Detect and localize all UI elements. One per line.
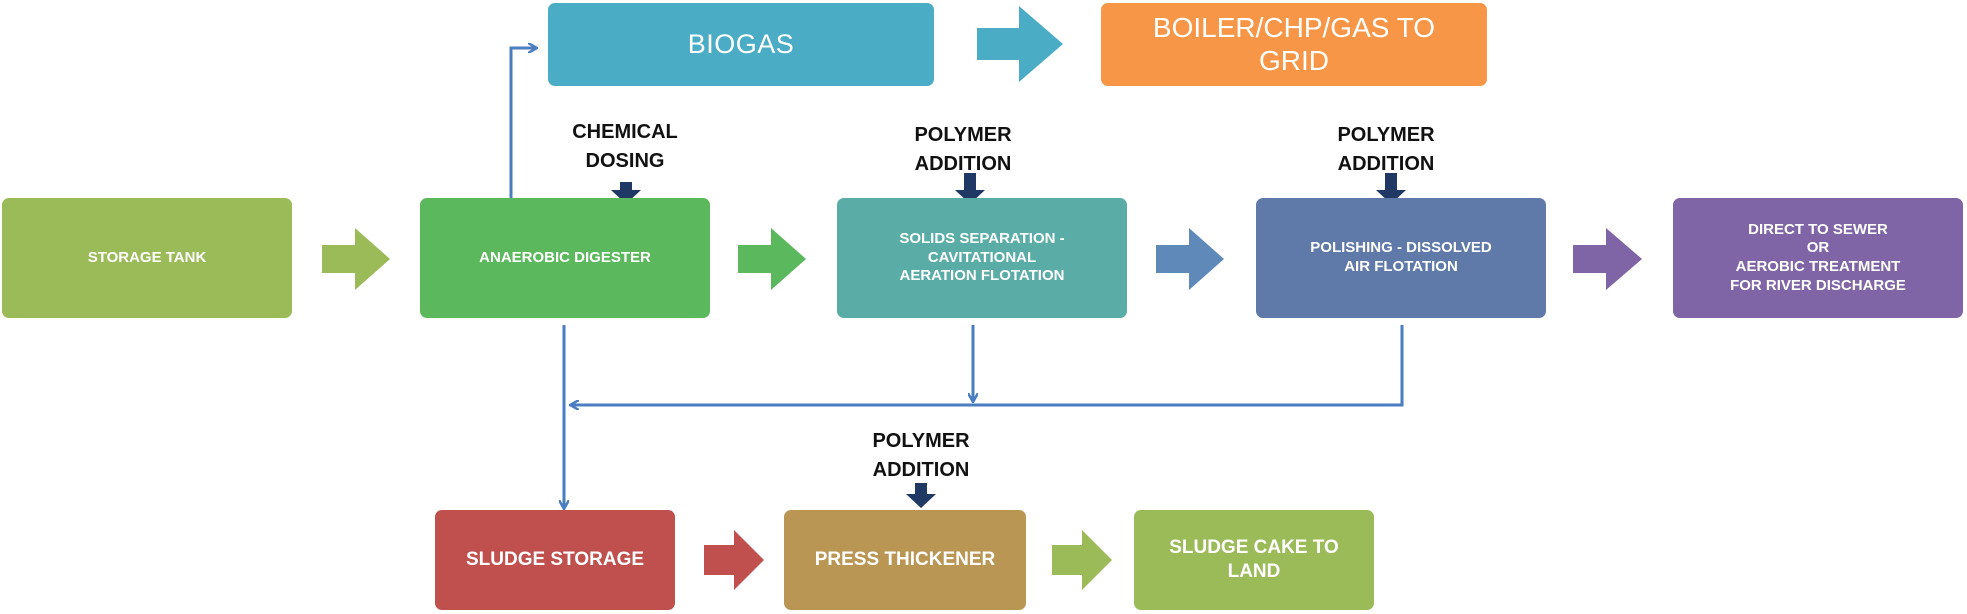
discharge-box: DIRECT TO SEWER OR AEROBIC TREATMENT FOR… — [1673, 198, 1963, 318]
discharge-label: DIRECT TO SEWER OR AEROBIC TREATMENT FOR… — [1730, 220, 1906, 294]
solids-separation-box: SOLIDS SEPARATION - CAVITATIONAL AERATIO… — [837, 198, 1127, 318]
anaerobic-digester-label: ANAEROBIC DIGESTER — [479, 248, 651, 266]
polymer-addition-label-1: POLYMER ADDITION — [914, 124, 1012, 175]
dosing-arrow-polymer-3 — [906, 483, 936, 508]
chemical-dosing-label: CHEMICAL DOSING — [572, 121, 678, 172]
polishing-label: POLISHING - DISSOLVED AIR FLOTATION — [1310, 239, 1492, 275]
flow-arrow-tank-to-digester — [322, 228, 390, 290]
anaerobic-digester-box: ANAEROBIC DIGESTER — [420, 198, 710, 318]
digester-to-biogas-connector — [509, 48, 536, 198]
storage-tank-label: STORAGE TANK — [87, 248, 207, 266]
polymer-addition-label-3: POLYMER ADDITION — [872, 430, 970, 481]
flow-arrow-storage-to-thickener — [704, 530, 764, 590]
storage-tank-box: STORAGE TANK — [2, 198, 292, 318]
flow-arrow-digester-to-separation — [738, 228, 806, 290]
polishing-to-collector-connector — [571, 325, 1404, 405]
sludge-cake-label: SLUDGE CAKE TO LAND — [1169, 537, 1339, 582]
sludge-cake-box: SLUDGE CAKE TO LAND — [1134, 510, 1374, 610]
press-thickener-label: PRESS THICKENER — [814, 549, 996, 571]
biogas-label: BIOGAS — [687, 28, 795, 59]
sludge-storage-box: SLUDGE STORAGE — [435, 510, 675, 610]
boiler-chp-grid-label: BOILER/CHP/GAS TO GRID — [1152, 12, 1436, 76]
dosing-arrow-polymer-1 — [955, 173, 985, 204]
flow-arrow-polishing-to-discharge — [1573, 228, 1642, 290]
sludge-storage-label: SLUDGE STORAGE — [465, 549, 645, 571]
flow-arrow-thickener-to-cake — [1052, 530, 1112, 590]
biogas-box: BIOGAS — [548, 3, 934, 86]
polishing-box: POLISHING - DISSOLVED AIR FLOTATION — [1256, 198, 1546, 318]
polymer-addition-label-2: POLYMER ADDITION — [1337, 124, 1435, 175]
dosing-arrow-polymer-2 — [1376, 173, 1406, 204]
press-thickener-box: PRESS THICKENER — [784, 510, 1026, 610]
boiler-chp-grid-box: BOILER/CHP/GAS TO GRID — [1101, 3, 1487, 86]
flow-arrow-separation-to-polishing — [1156, 228, 1224, 290]
dosing-arrow-chemical — [611, 182, 641, 204]
solids-separation-label: SOLIDS SEPARATION - CAVITATIONAL AERATIO… — [899, 229, 1065, 285]
flow-arrow-biogas-to-boiler — [977, 6, 1063, 82]
